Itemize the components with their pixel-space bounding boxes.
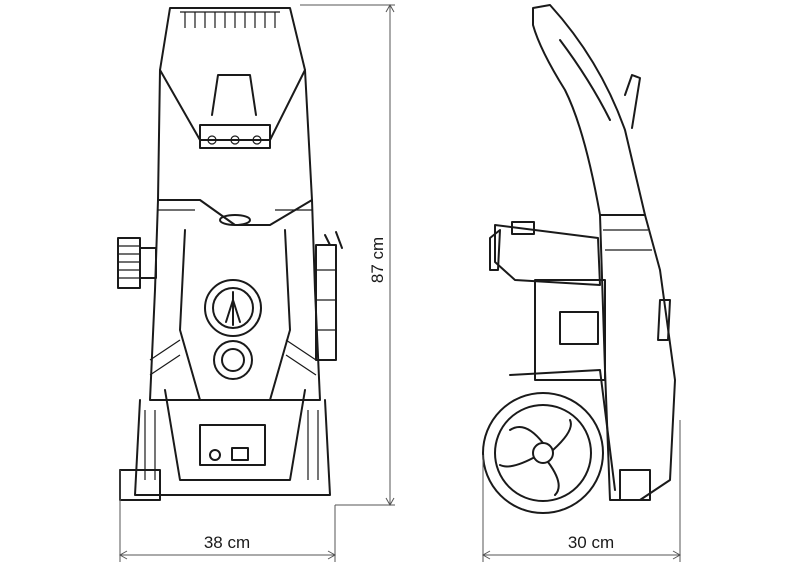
front-view xyxy=(117,7,343,501)
height-dimension-label: 87 cm xyxy=(368,237,387,283)
depth-dimension-label: 30 cm xyxy=(568,533,614,552)
dimension-lines: 87 cm 38 cm 30 cm xyxy=(118,3,682,562)
side-view xyxy=(482,4,676,514)
width-dimension-label: 38 cm xyxy=(204,533,250,552)
